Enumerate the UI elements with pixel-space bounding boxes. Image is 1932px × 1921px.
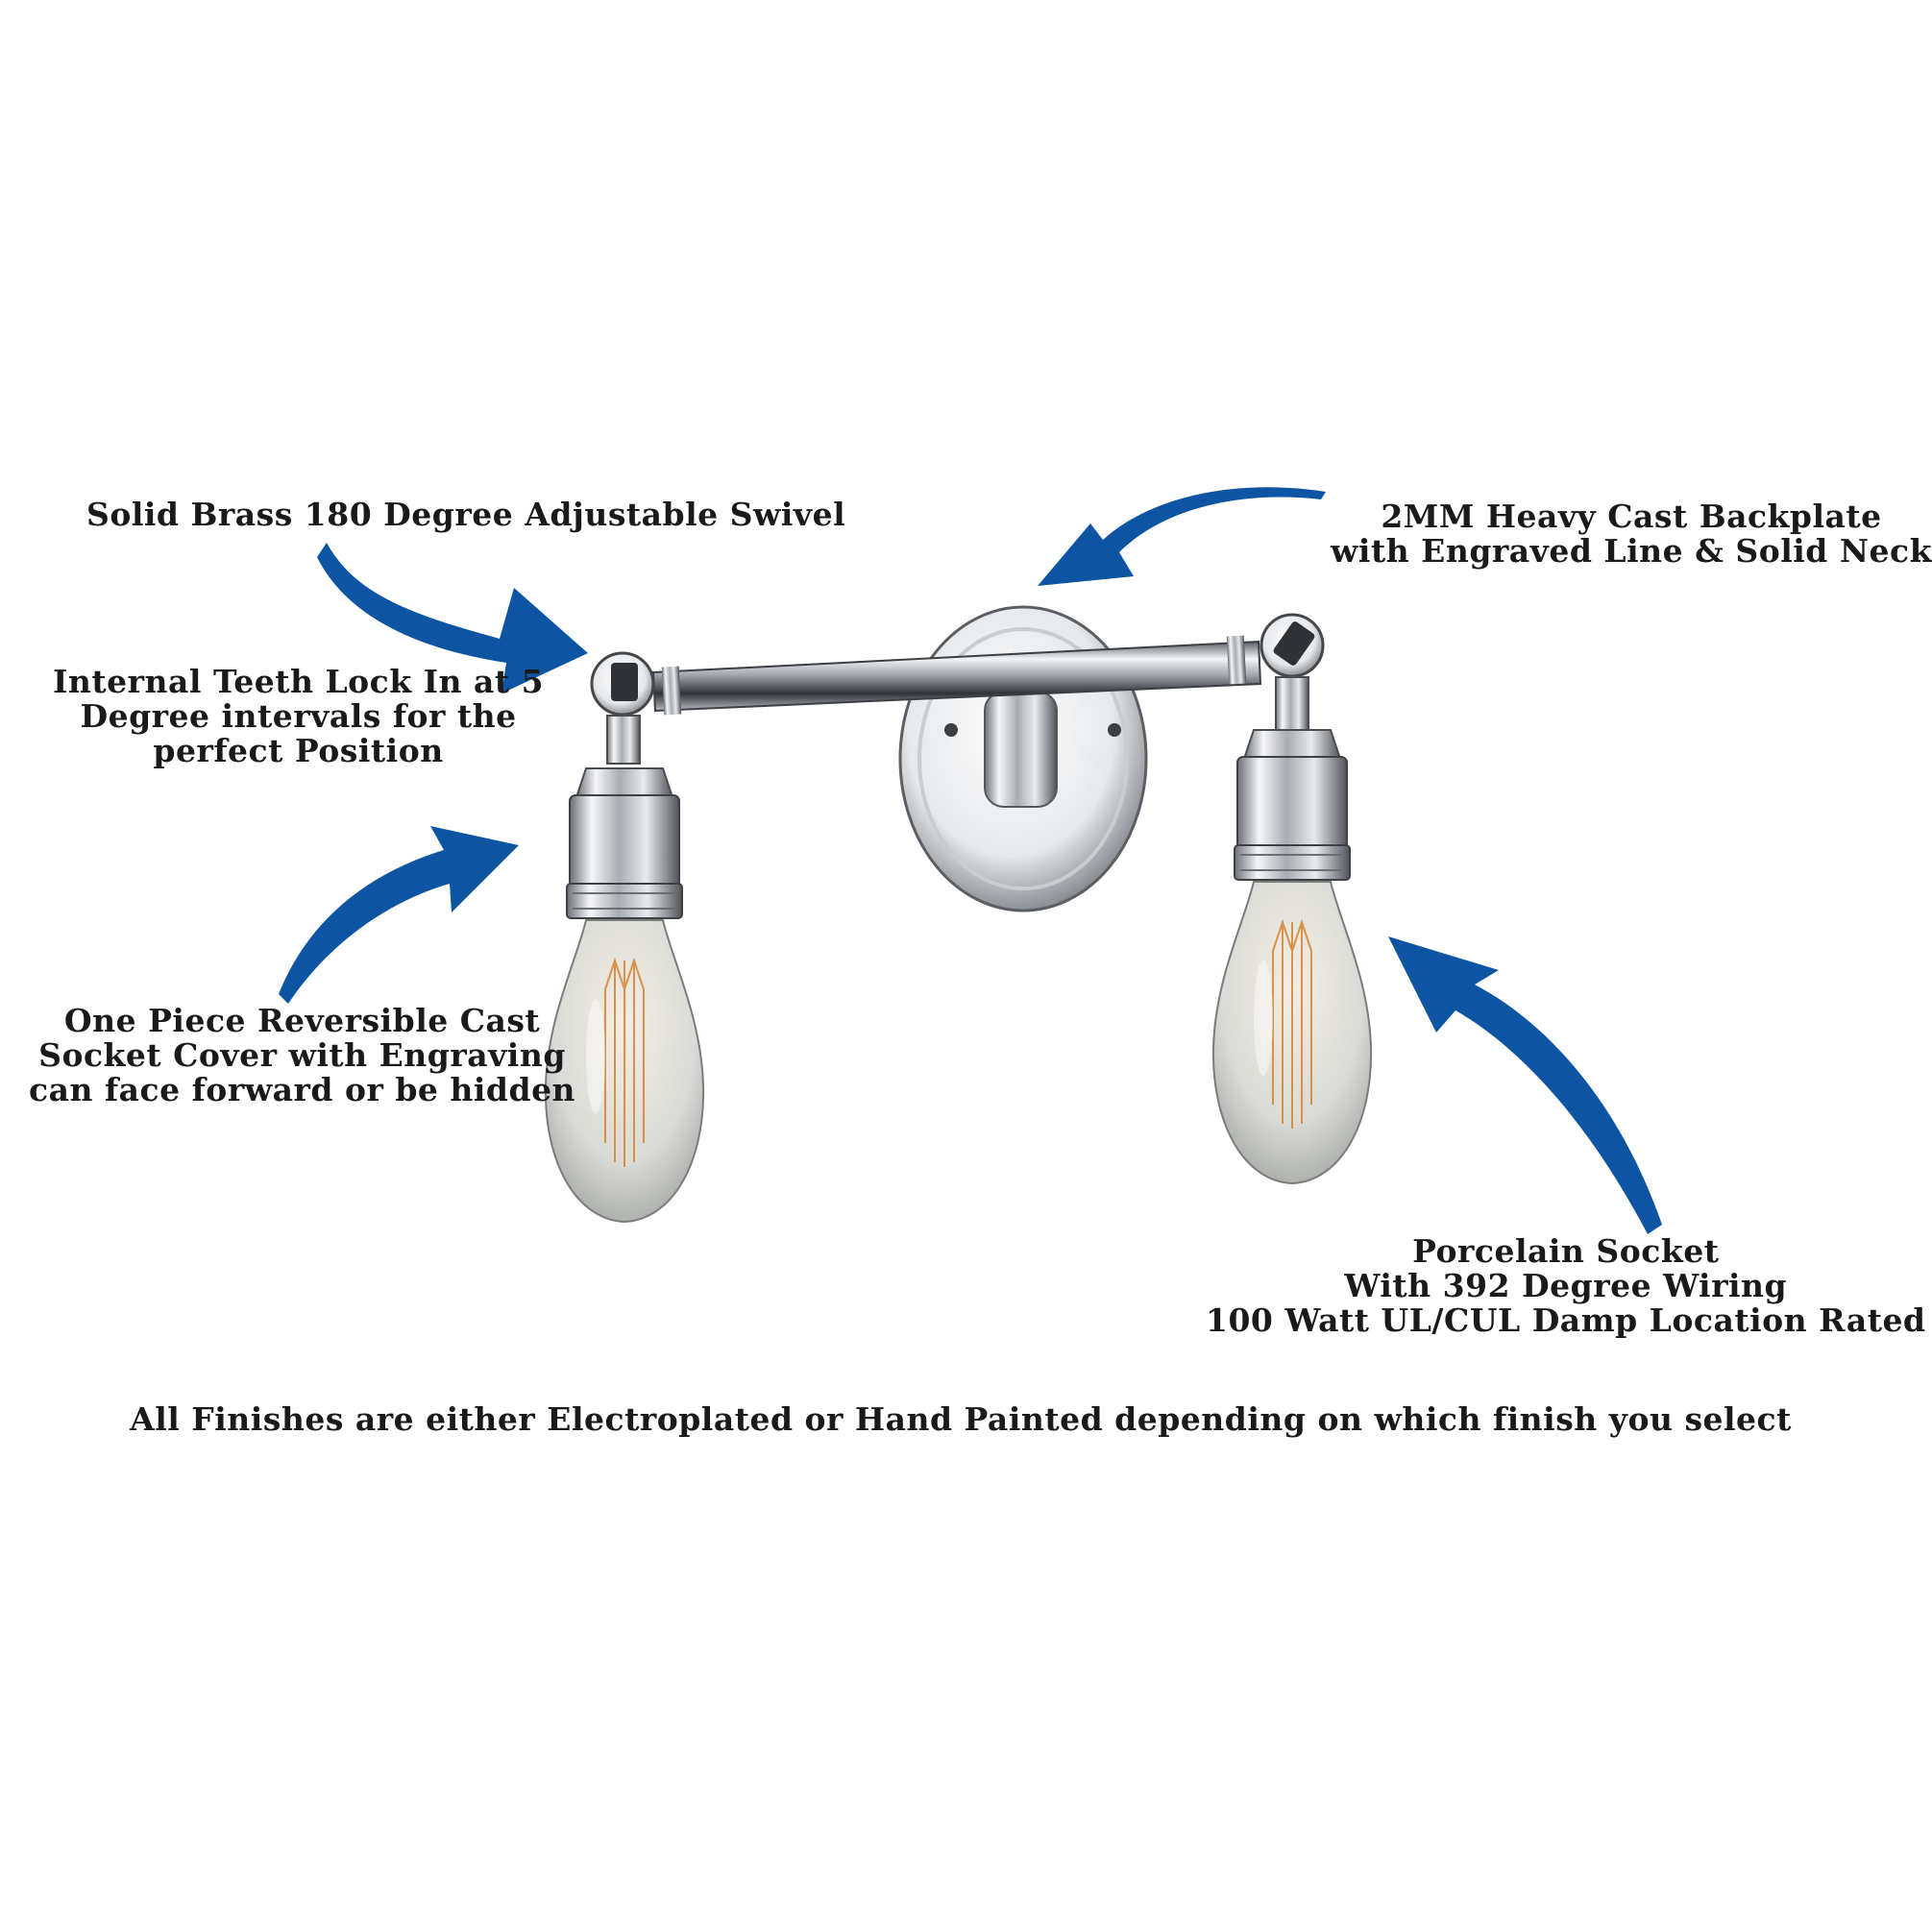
- callout-porcelain-socket: Porcelain Socket With 392 Degree Wiring …: [1206, 1234, 1926, 1338]
- arrow-backplate-icon: [1038, 487, 1326, 586]
- callout-socket-cover-line-3: can face forward or be hidden: [29, 1071, 576, 1108]
- right-filament: [1272, 918, 1312, 1129]
- callout-backplate-line-1: 2MM Heavy Cast Backplate: [1381, 498, 1882, 535]
- callout-backplate: 2MM Heavy Cast Backplate with Engraved L…: [1331, 499, 1932, 569]
- callout-teeth-lock-line-2: Degree intervals for the: [80, 697, 517, 735]
- callout-teeth-lock: Internal Teeth Lock In at 5 Degree inter…: [53, 665, 544, 768]
- callout-socket-cover-line-1: One Piece Reversible Cast: [63, 1002, 541, 1039]
- right-lamp: [1211, 613, 1373, 1185]
- arrow-porcelain-socket-icon: [1388, 936, 1662, 1234]
- arrow-swivel-icon: [317, 543, 588, 693]
- callout-socket-cover: One Piece Reversible Cast Socket Cover w…: [29, 1004, 575, 1107]
- cross-arm: [651, 635, 1262, 716]
- callout-backplate-line-2: with Engraved Line & Solid Neck: [1331, 532, 1932, 570]
- callout-socket-cover-line-2: Socket Cover with Engraving: [38, 1036, 566, 1074]
- left-lamp: [544, 651, 705, 1224]
- callout-teeth-lock-line-3: perfect Position: [153, 732, 444, 769]
- callout-porcelain-socket-line-3: 100 Watt UL/CUL Damp Location Rated: [1206, 1301, 1926, 1339]
- footer-note: All Finishes are either Electroplated or…: [130, 1400, 1792, 1438]
- callout-teeth-lock-line-1: Internal Teeth Lock In at 5: [53, 663, 545, 700]
- callout-porcelain-socket-line-2: With 392 Degree Wiring: [1344, 1267, 1788, 1304]
- callout-porcelain-socket-line-1: Porcelain Socket: [1412, 1232, 1720, 1270]
- arrow-socket-cover-icon: [279, 826, 519, 1004]
- callout-swivel-line-1: Solid Brass 180 Degree Adjustable Swivel: [86, 496, 846, 533]
- left-filament: [604, 957, 645, 1167]
- callout-arrows: [279, 487, 1662, 1234]
- callout-swivel: Solid Brass 180 Degree Adjustable Swivel: [86, 498, 845, 532]
